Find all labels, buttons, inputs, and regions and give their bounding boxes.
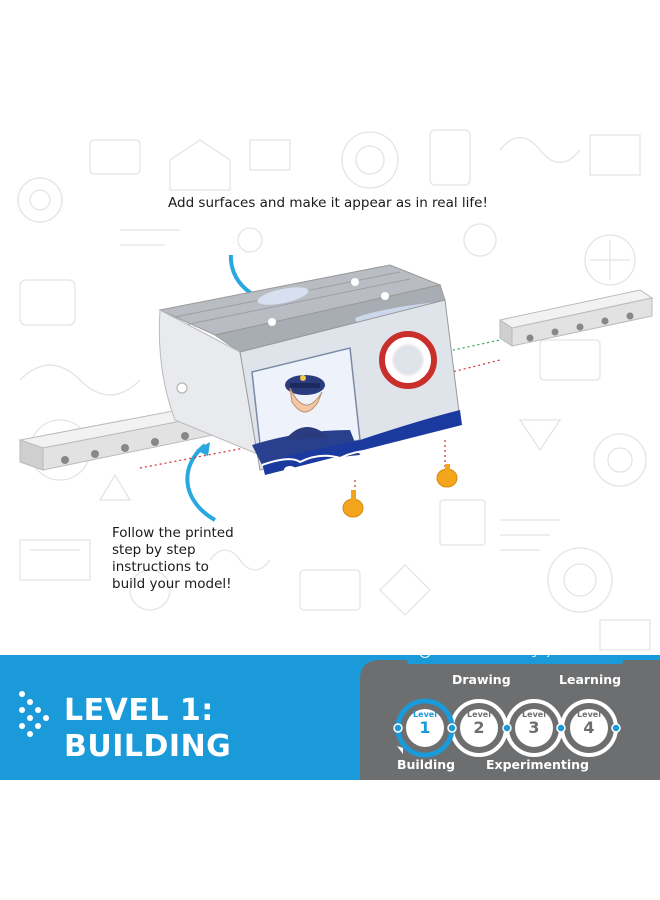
level-title: LEVEL 1: BUILDING: [64, 693, 231, 765]
boat-model-illustration: [18, 255, 654, 522]
level-title-line1: LEVEL 1:: [64, 693, 214, 728]
right-connector-strip: [498, 289, 654, 347]
label-building: Building: [397, 757, 456, 772]
yellow-pin-right: [436, 464, 458, 488]
learning-system-panel: [360, 660, 660, 780]
instructions-caption: Follow the printed step by step instruct…: [112, 525, 234, 592]
cabin-side-wall: [158, 309, 261, 456]
cabin-front-panel: [239, 299, 462, 475]
level-title-line2: BUILDING: [64, 729, 232, 764]
learning-system-tag: Multi-level Learning System™: [413, 642, 629, 664]
surfaces-caption: Add surfaces and make it appear as in re…: [168, 195, 488, 211]
level-4-badge: Level 4: [577, 710, 601, 737]
tag-rest: Learning System™: [492, 647, 586, 658]
level-2-badge: Level 2: [467, 710, 491, 737]
label-drawing: Drawing: [452, 672, 511, 687]
arrow-bottom-icon: [185, 443, 217, 522]
level-1-badge: Level 1: [413, 710, 437, 737]
label-experimenting: Experimenting: [486, 757, 589, 772]
label-learning: Learning: [559, 672, 622, 687]
level-3-badge: Level 3: [522, 710, 546, 737]
brain-gear-icon: [419, 646, 431, 658]
tag-bold: Multi-level: [436, 647, 493, 658]
yellow-pin-left: [342, 490, 364, 518]
chevron-dots-icon: [19, 691, 49, 737]
